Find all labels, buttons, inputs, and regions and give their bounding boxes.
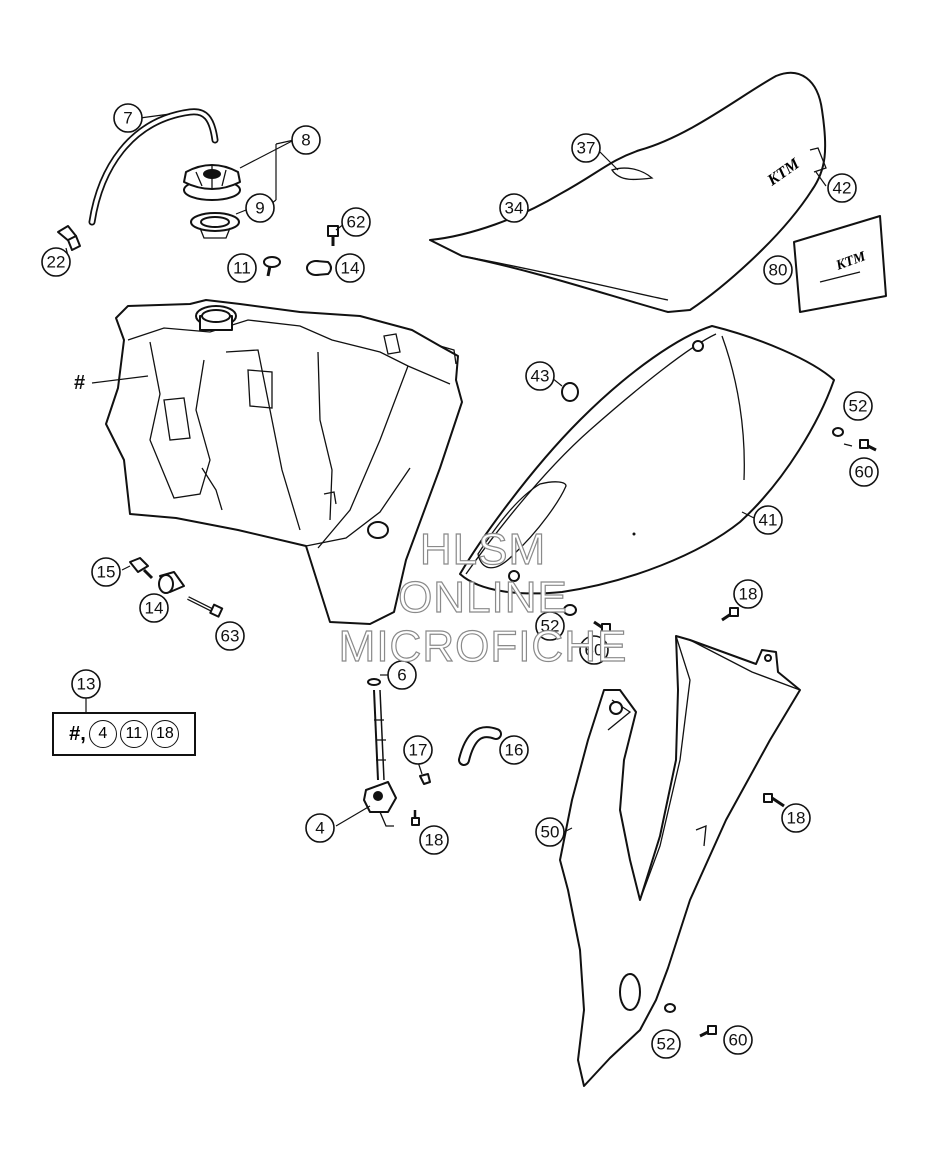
svg-text:18: 18 xyxy=(787,809,806,828)
svg-text:6: 6 xyxy=(397,666,406,685)
callout-42[interactable]: 42 xyxy=(827,173,857,203)
callout-60-right[interactable]: 60 xyxy=(849,457,879,487)
bolt-63 xyxy=(187,596,224,618)
svg-text:60: 60 xyxy=(855,463,874,482)
callout-52-bottom[interactable]: 52 xyxy=(651,1029,681,1059)
kit-item-11[interactable]: 11 xyxy=(119,720,148,748)
screw-60b xyxy=(593,620,611,633)
elbow-fitting xyxy=(57,225,81,251)
spacer-14-bottom xyxy=(158,571,185,594)
svg-text:42: 42 xyxy=(833,179,852,198)
screw-18c xyxy=(763,793,785,808)
svg-text:13: 13 xyxy=(77,675,96,694)
bolt-62 xyxy=(327,225,339,246)
callout-37[interactable]: 37 xyxy=(571,133,601,163)
kit-item-4[interactable]: 4 xyxy=(88,720,117,748)
callout-62[interactable]: 62 xyxy=(341,207,371,237)
svg-text:52: 52 xyxy=(541,617,560,636)
screw-18a xyxy=(721,607,739,622)
svg-text:63: 63 xyxy=(221,627,240,646)
callout-80[interactable]: 80 xyxy=(763,255,793,285)
fuel-tap xyxy=(363,678,397,827)
svg-text:60: 60 xyxy=(729,1031,748,1050)
side-cover-41 xyxy=(459,325,835,595)
svg-text:52: 52 xyxy=(657,1035,676,1054)
callout-41[interactable]: 41 xyxy=(753,505,783,535)
kit-item-18[interactable]: 18 xyxy=(150,720,179,748)
svg-text:11: 11 xyxy=(233,259,251,278)
callout-60-bottom[interactable]: 60 xyxy=(723,1025,753,1055)
svg-text:15: 15 xyxy=(97,563,116,582)
screw-60c xyxy=(699,1025,717,1038)
callout-9[interactable]: 9 xyxy=(245,193,275,223)
washer-52b xyxy=(563,604,577,616)
screw-60a xyxy=(859,439,877,452)
svg-text:14: 14 xyxy=(145,599,164,618)
callout-16[interactable]: 16 xyxy=(499,735,529,765)
svg-text:60: 60 xyxy=(585,641,604,660)
callout-43[interactable]: 43 xyxy=(525,361,555,391)
callout-7[interactable]: 7 xyxy=(113,103,143,133)
svg-text:52: 52 xyxy=(849,397,868,416)
svg-text:34: 34 xyxy=(505,199,524,218)
decal-80: KTM xyxy=(793,215,887,313)
callout-17[interactable]: 17 xyxy=(403,735,433,765)
fuel-hose-16 xyxy=(458,726,502,766)
callout-60-middle[interactable]: 60 xyxy=(579,635,609,665)
washer-52a xyxy=(832,427,844,437)
callout-15[interactable]: 15 xyxy=(91,557,121,587)
kit-box-13: #, 4 11 18 xyxy=(52,712,196,756)
svg-text:37: 37 xyxy=(577,139,596,158)
svg-text:9: 9 xyxy=(255,199,264,218)
cap-seal xyxy=(190,212,240,239)
callout-8[interactable]: 8 xyxy=(291,125,321,155)
svg-text:18: 18 xyxy=(425,831,444,850)
screw-11 xyxy=(263,256,281,277)
fuel-tank xyxy=(105,299,463,625)
svg-text:80: 80 xyxy=(769,261,788,280)
callout-14-bottom[interactable]: 14 xyxy=(139,593,169,623)
clip-17 xyxy=(419,773,431,785)
svg-text:41: 41 xyxy=(759,511,778,530)
svg-text:18: 18 xyxy=(739,585,758,604)
callout-18-right[interactable]: 18 xyxy=(781,803,811,833)
svg-text:7: 7 xyxy=(123,109,132,128)
svg-text:4: 4 xyxy=(315,819,324,838)
grommet-43 xyxy=(561,382,579,402)
svg-text:8: 8 xyxy=(301,131,310,150)
callout-4[interactable]: 4 xyxy=(305,813,335,843)
svg-text:62: 62 xyxy=(347,213,366,232)
callout-50[interactable]: 50 xyxy=(535,817,565,847)
callout-52-middle[interactable]: 52 xyxy=(535,611,565,641)
callout-6[interactable]: 6 xyxy=(387,660,417,690)
tank-marker: # xyxy=(74,372,85,394)
callout-18-tap[interactable]: 18 xyxy=(419,825,449,855)
fuel-cap xyxy=(183,164,241,201)
spacer-14-top xyxy=(306,260,332,276)
svg-text:14: 14 xyxy=(341,259,360,278)
seat: KTM xyxy=(429,71,827,313)
callout-18-top[interactable]: 18 xyxy=(733,579,763,609)
washer-52c xyxy=(664,1003,676,1013)
callout-63[interactable]: 63 xyxy=(215,621,245,651)
side-panel-50 xyxy=(559,635,801,1087)
callout-13[interactable]: 13 xyxy=(71,669,101,699)
kit-prefix: #, xyxy=(69,722,86,745)
screw-18b xyxy=(411,810,420,826)
callout-22[interactable]: 22 xyxy=(41,247,71,277)
svg-text:50: 50 xyxy=(541,823,560,842)
svg-text:22: 22 xyxy=(47,253,66,272)
callout-52-right[interactable]: 52 xyxy=(843,391,873,421)
screw-15 xyxy=(129,557,154,580)
callout-14-top[interactable]: 14 xyxy=(335,253,365,283)
svg-text:43: 43 xyxy=(531,367,550,386)
callout-34[interactable]: 34 xyxy=(499,193,529,223)
svg-text:16: 16 xyxy=(505,741,524,760)
svg-text:17: 17 xyxy=(409,741,428,760)
callout-11[interactable]: 11 xyxy=(227,253,257,283)
